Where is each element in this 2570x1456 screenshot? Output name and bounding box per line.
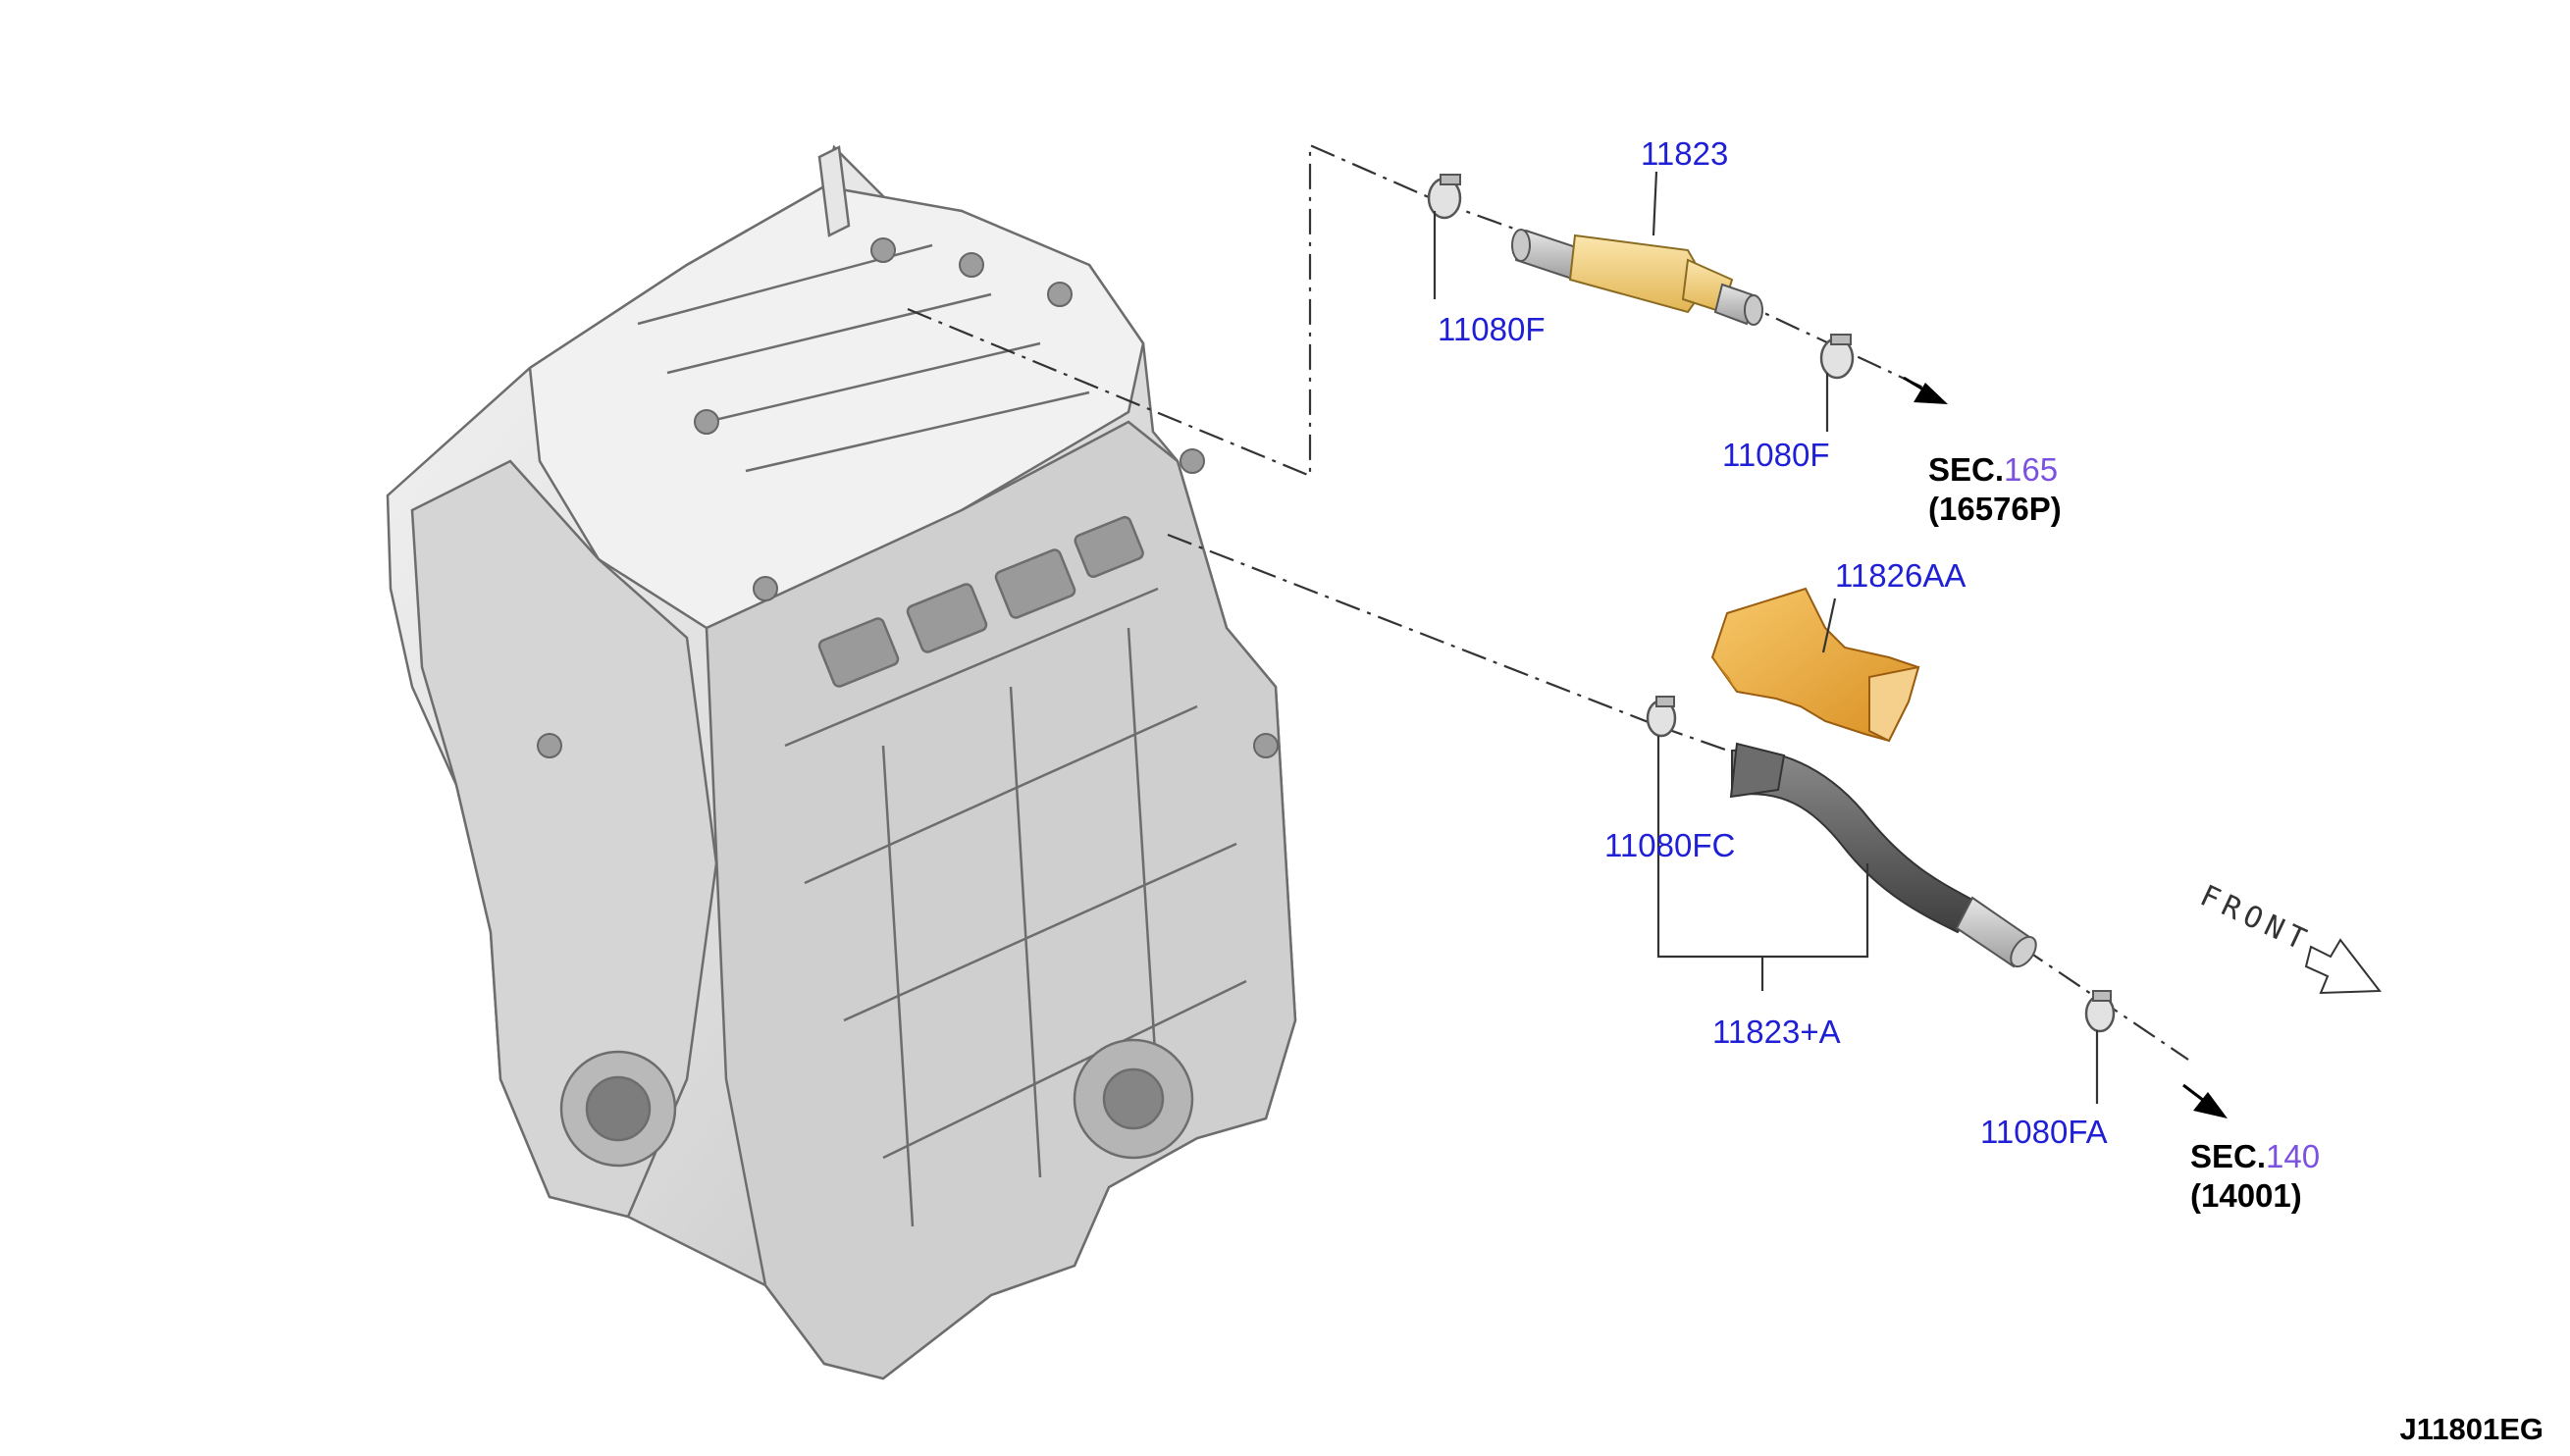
part-label-11080fa[interactable]: 11080FA [1980, 1114, 2108, 1150]
section-prefix: SEC. [1928, 451, 2004, 488]
hose-icon [1729, 742, 2037, 968]
front-arrow-icon: FRONT [2195, 879, 2382, 995]
section-prefix: SEC. [2190, 1138, 2266, 1174]
leader-lines [1433, 171, 2099, 1104]
part-label-11826aa[interactable]: 11826AA [1835, 557, 1966, 594]
direction-arrow-icon [2182, 1083, 2228, 1118]
section-number[interactable]: 140 [2266, 1138, 2320, 1174]
part-label-11823a[interactable]: 11823+A [1712, 1014, 1841, 1050]
engine-block-illustration [386, 144, 1297, 1380]
diagram-code: J11801EG [2399, 1412, 2544, 1446]
direction-arrow-icon [1903, 376, 1948, 404]
front-label: FRONT [2195, 879, 2317, 961]
clamp-icon [1646, 696, 1677, 738]
clamp-icon [1819, 334, 1855, 380]
part-label-11080f-left[interactable]: 11080F [1438, 311, 1545, 347]
clamp-icon [2084, 990, 2116, 1033]
section-part-upper: (16576P) [1928, 491, 2062, 527]
hose-icon [1511, 229, 1763, 326]
section-reference-upper[interactable]: SEC.165 [1928, 451, 2058, 488]
baffle-icon [1710, 587, 1920, 743]
section-part-lower: (14001) [2190, 1177, 2302, 1214]
section-number[interactable]: 165 [2004, 451, 2058, 488]
part-label-11080fc[interactable]: 11080FC [1604, 827, 1735, 863]
section-reference-lower[interactable]: SEC.140 [2190, 1138, 2320, 1174]
part-label-11823[interactable]: 11823 [1641, 135, 1728, 172]
part-label-11080f-right[interactable]: 11080F [1722, 437, 1829, 473]
clamp-icon [1427, 174, 1462, 220]
